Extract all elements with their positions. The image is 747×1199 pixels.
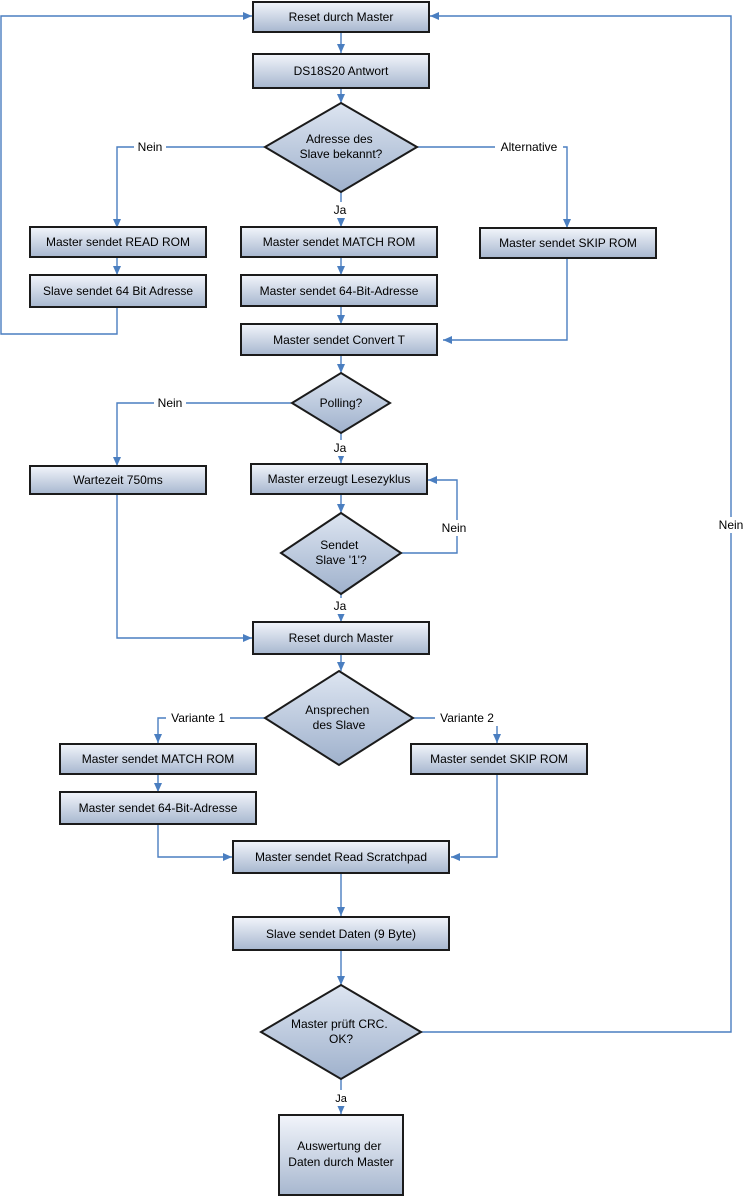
node-ansprechen-line-2: des Slave bbox=[313, 718, 366, 732]
node-adresse-bekannt-line-1: Adresse des bbox=[306, 132, 373, 146]
node-convert-t-label: Master sendet Convert T bbox=[273, 333, 406, 347]
node-sendet-slave-line-1: Sendet bbox=[320, 538, 359, 552]
node-adresse-64bit-2: Master sendet 64-Bit-Adresse bbox=[59, 791, 257, 825]
node-ansprechen: Ansprechen des Slave bbox=[263, 669, 415, 767]
node-wartezeit: Wartezeit 750ms bbox=[29, 465, 207, 495]
node-adresse-64bit-1: Master sendet 64-Bit-Adresse bbox=[240, 274, 438, 307]
node-auswertung: Auswertung der Daten durch Master bbox=[278, 1114, 404, 1196]
node-auswertung-label: Auswertung der Daten durch Master bbox=[288, 1139, 393, 1169]
node-adresse-64bit-2-label: Master sendet 64-Bit-Adresse bbox=[79, 801, 238, 815]
edge-skiprom2-to-scratchpad bbox=[451, 774, 498, 861]
label-adresse-nein: Nein bbox=[138, 140, 163, 154]
node-slave-64bit: Slave sendet 64 Bit Adresse bbox=[29, 274, 207, 308]
edge-polling-nein-to-wartezeit bbox=[113, 402, 291, 466]
node-match-rom-2-label: Master sendet MATCH ROM bbox=[82, 752, 234, 766]
node-ansprechen-line-1: Ansprechen bbox=[305, 703, 369, 717]
node-polling-label: Polling? bbox=[320, 396, 363, 410]
node-lesezyklus: Master erzeugt Lesezyklus bbox=[250, 463, 428, 495]
node-skip-rom-1-label: Master sendet SKIP ROM bbox=[499, 236, 637, 250]
node-polling: Polling? bbox=[290, 371, 392, 435]
node-adresse-bekannt-label: Adresse des Slave bekannt? bbox=[300, 132, 383, 161]
node-adresse-64bit-1-label: Master sendet 64-Bit-Adresse bbox=[260, 284, 419, 298]
node-ansprechen-label: Ansprechen des Slave bbox=[305, 703, 372, 732]
node-read-scratchpad-label: Master sendet Read Scratchpad bbox=[255, 850, 427, 864]
edge-adresse-nein-to-readrom bbox=[113, 146, 264, 228]
label-variante-2: Variante 2 bbox=[440, 711, 494, 725]
node-reset-1: Reset durch Master bbox=[252, 1, 430, 33]
edge-labels: Nein Ja Alternative Nein Ja Nein Ja Vari… bbox=[134, 139, 747, 1106]
node-match-rom-1-label: Master sendet MATCH ROM bbox=[263, 235, 415, 249]
node-reset-2: Reset durch Master bbox=[252, 621, 430, 655]
node-match-rom-1: Master sendet MATCH ROM bbox=[240, 226, 438, 258]
edge-slave64-loop-to-reset1 bbox=[0, 12, 252, 335]
node-match-rom-2: Master sendet MATCH ROM bbox=[59, 743, 257, 775]
edge-sendet-nein-loop-to-lesezyklus bbox=[401, 476, 458, 554]
node-reset-2-label: Reset durch Master bbox=[289, 631, 394, 645]
node-sendet-slave-label: Sendet Slave '1'? bbox=[315, 538, 367, 567]
node-crc-line-2: OK? bbox=[329, 1032, 353, 1046]
node-ds18s20-antwort: DS18S20 Antwort bbox=[252, 53, 430, 89]
node-read-rom-label: Master sendet READ ROM bbox=[46, 235, 190, 249]
node-reset-1-label: Reset durch Master bbox=[289, 10, 394, 24]
label-polling-nein: Nein bbox=[158, 396, 183, 410]
node-lesezyklus-label: Master erzeugt Lesezyklus bbox=[268, 472, 411, 486]
node-adresse-bekannt-line-2: Slave bekannt? bbox=[300, 147, 383, 161]
edge-adresse-alternative-to-skiprom bbox=[417, 146, 571, 228]
label-sendet-ja: Ja bbox=[334, 599, 347, 613]
node-sendet-slave: Sendet Slave '1'? bbox=[279, 511, 403, 596]
node-slave-daten: Slave sendet Daten (9 Byte) bbox=[232, 916, 450, 951]
node-sendet-slave-line-2: Slave '1'? bbox=[315, 553, 367, 567]
label-adresse-ja: Ja bbox=[334, 203, 347, 217]
node-auswertung-line-2: Daten durch Master bbox=[288, 1155, 393, 1169]
node-auswertung-line-1: Auswertung der bbox=[297, 1139, 381, 1153]
node-skip-rom-1: Master sendet SKIP ROM bbox=[479, 227, 657, 259]
edge-adresse64-2-to-scratchpad bbox=[157, 824, 232, 861]
nodes: Reset durch Master DS18S20 Antwort Adres… bbox=[29, 1, 657, 1196]
node-slave-daten-label: Slave sendet Daten (9 Byte) bbox=[266, 927, 416, 941]
label-crc-ja: Ja bbox=[335, 1093, 348, 1105]
node-crc-label: Master prüft CRC. OK? bbox=[291, 1017, 391, 1046]
node-wartezeit-label: Wartezeit 750ms bbox=[73, 473, 163, 487]
edge-skiprom-to-convertt bbox=[443, 258, 568, 344]
node-skip-rom-2: Master sendet SKIP ROM bbox=[410, 743, 588, 775]
node-skip-rom-2-label: Master sendet SKIP ROM bbox=[430, 752, 568, 766]
label-sendet-nein: Nein bbox=[442, 521, 467, 535]
node-crc: Master prüft CRC. OK? bbox=[259, 983, 423, 1081]
node-convert-t: Master sendet Convert T bbox=[240, 323, 438, 356]
node-ds18s20-antwort-label: DS18S20 Antwort bbox=[294, 64, 389, 78]
node-crc-line-1: Master prüft CRC. bbox=[291, 1017, 388, 1031]
edge-wartezeit-to-reset2 bbox=[116, 494, 252, 642]
node-adresse-bekannt: Adresse des Slave bekannt? bbox=[263, 101, 419, 194]
node-read-rom: Master sendet READ ROM bbox=[29, 226, 207, 258]
label-polling-ja: Ja bbox=[334, 441, 347, 455]
node-read-scratchpad: Master sendet Read Scratchpad bbox=[232, 840, 450, 874]
label-variante-1: Variante 1 bbox=[171, 711, 225, 725]
node-slave-64bit-label: Slave sendet 64 Bit Adresse bbox=[43, 284, 193, 298]
label-crc-nein: Nein bbox=[719, 518, 744, 532]
label-adresse-alternative: Alternative bbox=[501, 140, 558, 154]
